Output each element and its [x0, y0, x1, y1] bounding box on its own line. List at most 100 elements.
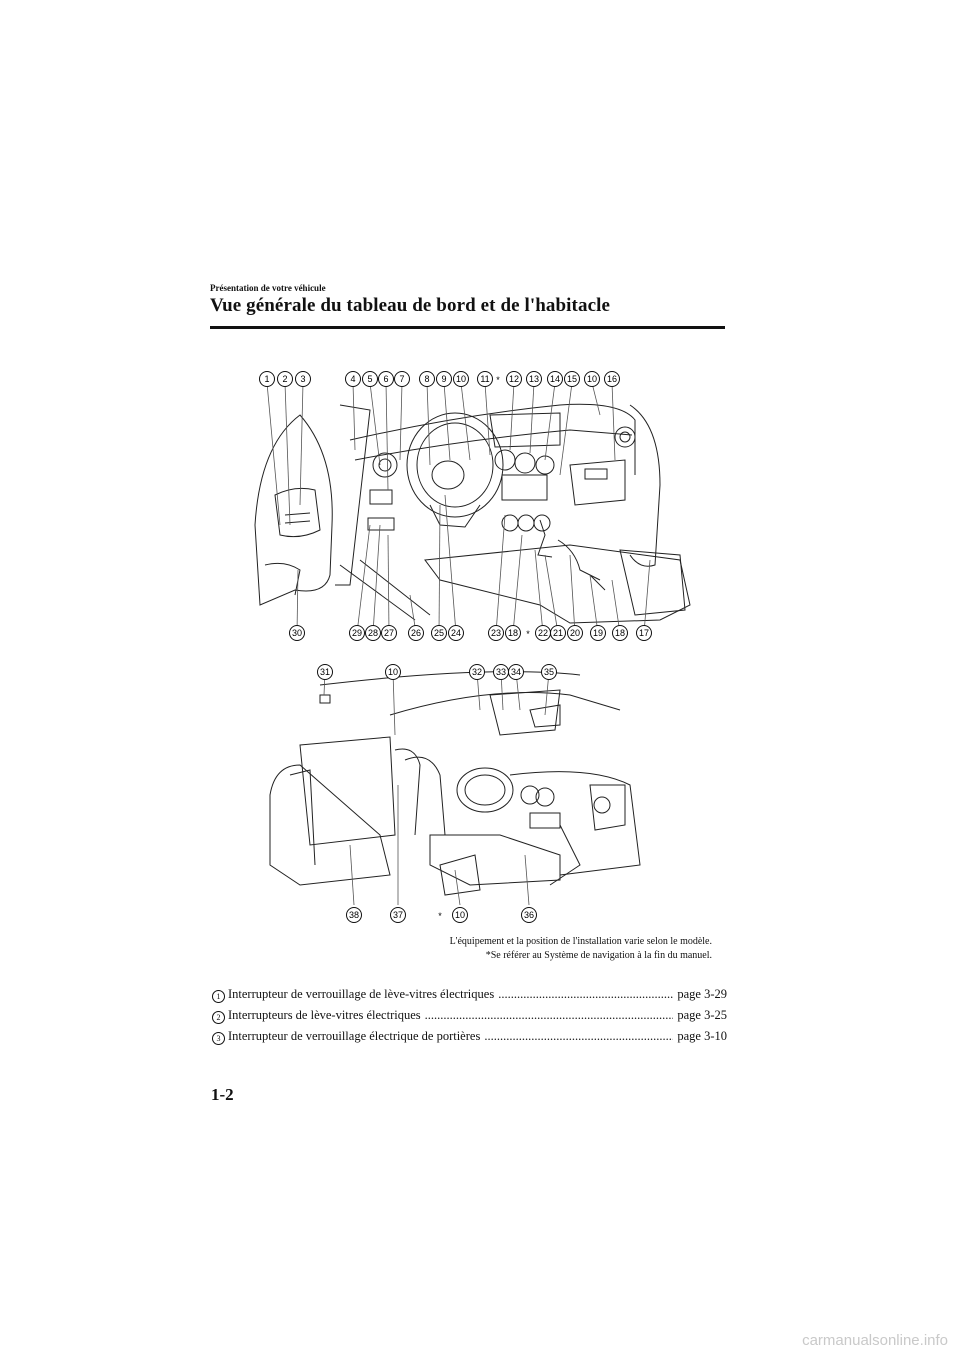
callout-number: 1	[264, 374, 269, 384]
callout-number: 32	[472, 667, 482, 677]
callout-number: 2	[282, 374, 287, 384]
callout-number: 18	[508, 628, 518, 638]
callout-circle	[277, 371, 293, 387]
callout-number: 20	[570, 628, 580, 638]
callout-circle	[636, 625, 652, 641]
callout-circle	[259, 371, 275, 387]
callout-circle	[469, 664, 485, 680]
interior-drawing	[269, 671, 641, 896]
callout-asterisk: *	[526, 629, 530, 639]
callout-circle	[477, 371, 493, 387]
callout-number: 7	[399, 374, 404, 384]
callout-number: 3	[300, 374, 305, 384]
callout-circle	[526, 371, 542, 387]
callout-number: 28	[368, 628, 378, 638]
callout-number: 10	[388, 667, 398, 677]
title-rule	[210, 326, 725, 329]
item-page-ref: page 3-10	[677, 1029, 727, 1043]
dot-leader	[484, 1029, 673, 1044]
callout-number: 14	[550, 374, 560, 384]
callout-number: 29	[352, 628, 362, 638]
callout-number: 9	[441, 374, 446, 384]
callout-number: 12	[509, 374, 519, 384]
section-label: Présentation de votre véhicule	[210, 283, 326, 293]
callout-circle	[590, 625, 606, 641]
callout-number: 11	[480, 374, 489, 384]
callout-circle	[436, 371, 452, 387]
callout-circle	[506, 371, 522, 387]
callout-number: 38	[349, 910, 359, 920]
callout-circle	[453, 371, 469, 387]
callout-circle	[390, 907, 406, 923]
callout-number: 25	[434, 628, 444, 638]
figure-caption-equipment: L'équipement et la position de l'install…	[449, 936, 712, 947]
callout-circle	[408, 625, 424, 641]
callout-circle	[317, 664, 333, 680]
callout-circle	[584, 371, 600, 387]
list-item: 1 Interrupteur de verrouillage de lève-v…	[212, 987, 727, 1008]
component-list: 1 Interrupteur de verrouillage de lève-v…	[212, 987, 727, 1050]
callout-circle	[295, 371, 311, 387]
callout-asterisk: *	[496, 375, 500, 385]
item-number-badge: 3	[212, 1032, 225, 1045]
callout-number: 22	[538, 628, 548, 638]
callout-circle	[431, 625, 447, 641]
callout-circle	[488, 625, 504, 641]
callout-circle	[521, 907, 537, 923]
callout-number: 36	[524, 910, 534, 920]
item-number-badge: 1	[212, 990, 225, 1003]
callout-circle	[541, 664, 557, 680]
watermark: carmanualsonline.info	[802, 1332, 948, 1349]
list-item: 2 Interrupteurs de lève-vitres électriqu…	[212, 1008, 727, 1029]
callout-circle	[381, 625, 397, 641]
callout-circle	[547, 371, 563, 387]
callout-circle	[345, 371, 361, 387]
callout-number: 24	[451, 628, 461, 638]
callout-number: 26	[411, 628, 421, 638]
callout-circle	[385, 664, 401, 680]
dashboard-drawing	[254, 403, 691, 624]
callout-circle	[567, 625, 583, 641]
callout-number: 30	[292, 628, 302, 638]
callout-circle	[564, 371, 580, 387]
callout-circle	[378, 371, 394, 387]
callout-number: 17	[639, 628, 649, 638]
callout-number: 35	[544, 667, 554, 677]
callout-number: 18	[615, 628, 625, 638]
callout-asterisk: *	[438, 911, 442, 921]
callout-circle	[349, 625, 365, 641]
callout-circle	[612, 625, 628, 641]
callout-number: 19	[593, 628, 603, 638]
callout-circle	[452, 907, 468, 923]
dot-leader	[498, 987, 673, 1002]
item-label: Interrupteur de verrouillage électrique …	[228, 1029, 481, 1043]
item-page-ref: page 3-25	[677, 1008, 727, 1022]
item-label: Interrupteur de verrouillage de lève-vit…	[228, 987, 495, 1001]
callout-number: 31	[320, 667, 330, 677]
callout-circle	[346, 907, 362, 923]
callout-circle	[394, 371, 410, 387]
callout-number: 23	[491, 628, 501, 638]
callout-circle	[448, 625, 464, 641]
callout-number: 5	[367, 374, 372, 384]
callout-number: 21	[553, 628, 563, 638]
callout-number: 10	[455, 910, 465, 920]
callout-number: 34	[511, 667, 521, 677]
callout-number: 8	[424, 374, 429, 384]
callout-circle	[604, 371, 620, 387]
callout-number: 13	[529, 374, 539, 384]
callout-circle	[365, 625, 381, 641]
callout-number: 16	[607, 374, 617, 384]
callout-circle	[362, 371, 378, 387]
dot-leader	[425, 1008, 674, 1023]
callout-circle	[289, 625, 305, 641]
list-item: 3 Interrupteur de verrouillage électriqu…	[212, 1029, 727, 1050]
item-number-badge: 2	[212, 1011, 225, 1024]
item-page-ref: page 3-29	[677, 987, 727, 1001]
callout-number: 10	[456, 374, 466, 384]
